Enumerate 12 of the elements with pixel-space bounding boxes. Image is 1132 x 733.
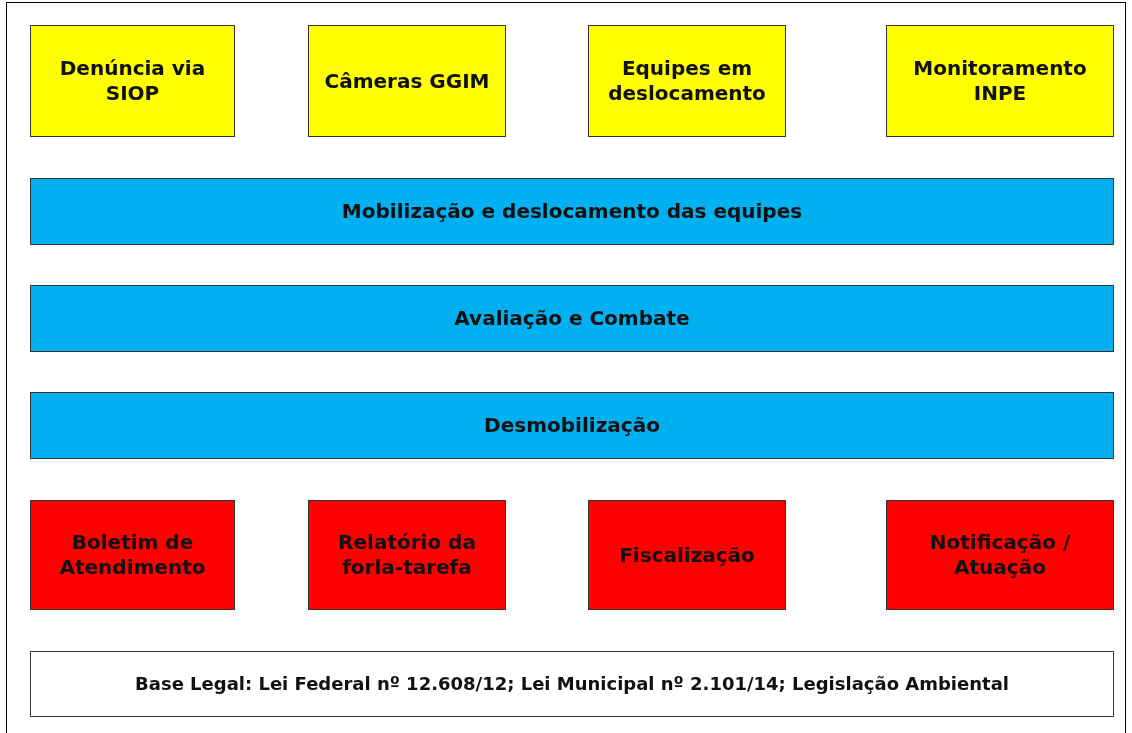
legal-basis-box: Base Legal: Lei Federal nº 12.608/12; Lei Municipal nº 2.101/14; Legislação Ambiental (30, 651, 1114, 717)
output-box: Boletim de Atendimento (30, 500, 235, 610)
output-box: Notificação / Atuação (886, 500, 1114, 610)
source-box: Equipes em deslocamento (588, 25, 786, 137)
source-box: Denúncia via SIOP (30, 25, 235, 137)
output-box: Relatório da forla-tarefa (308, 500, 506, 610)
output-box: Fiscalização (588, 500, 786, 610)
source-box: Câmeras GGIM (308, 25, 506, 137)
stage-band: Avaliação e Combate (30, 285, 1114, 352)
stage-band: Desmobilização (30, 392, 1114, 459)
source-box: Monitoramento INPE (886, 25, 1114, 137)
stage-band: Mobilização e deslocamento das equipes (30, 178, 1114, 245)
